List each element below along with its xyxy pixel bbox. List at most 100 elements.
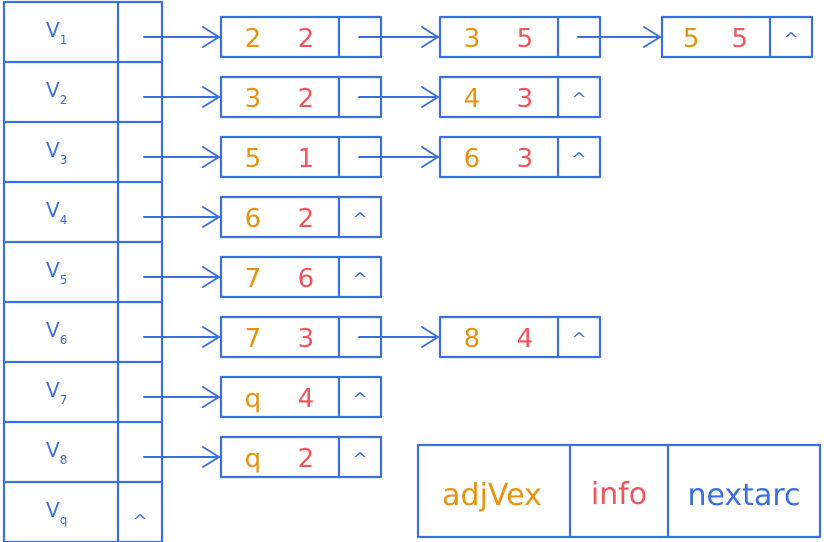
edge-node-box xyxy=(438,135,602,179)
head-pointer-arrow-head xyxy=(202,446,220,468)
vertex-subscript: 4 xyxy=(60,213,68,227)
node-info: 5 xyxy=(517,24,534,54)
edge-node: 6 2 ^ xyxy=(219,195,383,239)
next-pointer-arrow-head xyxy=(421,146,439,168)
vertex-label: V8 xyxy=(46,438,67,467)
node-adjvex: q xyxy=(245,444,262,474)
edge-node-box xyxy=(219,255,383,299)
head-pointer-arrow-head xyxy=(202,266,220,288)
edge-node: 5 5 ^ xyxy=(660,15,814,59)
null-pointer-symbol: ^ xyxy=(571,149,586,170)
node-adjvex: 5 xyxy=(245,144,262,174)
head-pointer-arrow-head xyxy=(202,386,220,408)
node-info: 2 xyxy=(298,24,315,54)
node-adjvex: 6 xyxy=(245,204,262,234)
next-pointer-arrow-head xyxy=(421,26,439,48)
node-info: 3 xyxy=(298,324,315,354)
edge-node: 4 3 ^ xyxy=(438,75,602,119)
vertex-label: V4 xyxy=(46,198,67,227)
node-info: 2 xyxy=(298,84,315,114)
next-pointer-arrow-head xyxy=(421,326,439,348)
vertex-label: V1 xyxy=(46,18,67,47)
vertex-label: V7 xyxy=(46,378,67,407)
edge-node-box xyxy=(438,315,602,359)
node-info: 2 xyxy=(298,204,315,234)
vertex-label: V6 xyxy=(46,318,67,347)
vertex-subscript: 1 xyxy=(60,33,68,47)
head-pointer-arrow-head xyxy=(202,86,220,108)
node-adjvex: 4 xyxy=(464,84,481,114)
node-info: 6 xyxy=(298,264,315,294)
vertex-label: V2 xyxy=(46,78,67,107)
node-adjvex: 3 xyxy=(245,84,262,114)
node-adjvex: 3 xyxy=(464,24,481,54)
edge-node: 6 3 ^ xyxy=(438,135,602,179)
edge-node-box xyxy=(438,75,602,119)
head-pointer-arrow-head xyxy=(202,146,220,168)
vertex-table-frame xyxy=(2,0,164,542)
head-pointer-arrow-head xyxy=(202,206,220,228)
next-pointer-arrow-head xyxy=(643,26,661,48)
node-info: 3 xyxy=(517,144,534,174)
edge-node: 7 6 ^ xyxy=(219,255,383,299)
node-adjvex: 7 xyxy=(245,264,262,294)
edge-node-box xyxy=(660,15,814,59)
vertex-subscript: 6 xyxy=(60,333,68,347)
legend-node: adjVex info nextarc xyxy=(416,443,822,539)
vertex-subscript: q xyxy=(60,513,68,527)
head-pointer-arrow-head xyxy=(202,326,220,348)
legend-box xyxy=(416,443,822,539)
edge-node-box xyxy=(219,195,383,239)
edge-list-row: 6 2 ^ xyxy=(143,195,383,239)
edge-list-row: 7 6 ^ xyxy=(143,255,383,299)
node-adjvex: 7 xyxy=(245,324,262,354)
vertex-label: V3 xyxy=(46,138,67,167)
node-info: 4 xyxy=(298,384,315,414)
legend-nextarc-label: nextarc xyxy=(687,478,800,513)
null-pointer-symbol: ^ xyxy=(783,29,798,50)
node-adjvex: 6 xyxy=(464,144,481,174)
head-pointer-arrow-head xyxy=(202,26,220,48)
vertex-label: Vq xyxy=(46,498,67,527)
node-info: 4 xyxy=(517,324,534,354)
vertex-subscript: 5 xyxy=(60,273,68,287)
null-pointer-symbol: ^ xyxy=(352,449,367,470)
null-pointer-symbol: ^ xyxy=(352,269,367,290)
node-adjvex: 5 xyxy=(683,24,700,54)
null-pointer-symbol: ^ xyxy=(352,209,367,230)
edge-node: q 4 ^ xyxy=(219,375,383,419)
null-pointer-symbol: ^ xyxy=(571,89,586,110)
vertex-subscript: 3 xyxy=(60,153,68,167)
legend-adjvex-label: adjVex xyxy=(442,478,542,513)
vertex-subscript: 8 xyxy=(60,453,68,467)
legend-info-label: info xyxy=(591,477,647,512)
null-pointer-symbol: ^ xyxy=(132,511,147,532)
edge-list-row: q 4 ^ xyxy=(143,375,383,419)
node-info: 1 xyxy=(298,144,315,174)
node-adjvex: 8 xyxy=(464,324,481,354)
null-pointer-symbol: ^ xyxy=(352,389,367,410)
node-info: 3 xyxy=(517,84,534,114)
node-info: 5 xyxy=(731,24,748,54)
vertex-subscript: 7 xyxy=(60,393,68,407)
next-pointer-arrow-head xyxy=(421,86,439,108)
vertex-subscript: 2 xyxy=(60,93,68,107)
edge-node-box xyxy=(219,435,383,479)
node-adjvex: q xyxy=(245,384,262,414)
edge-node-box xyxy=(219,375,383,419)
